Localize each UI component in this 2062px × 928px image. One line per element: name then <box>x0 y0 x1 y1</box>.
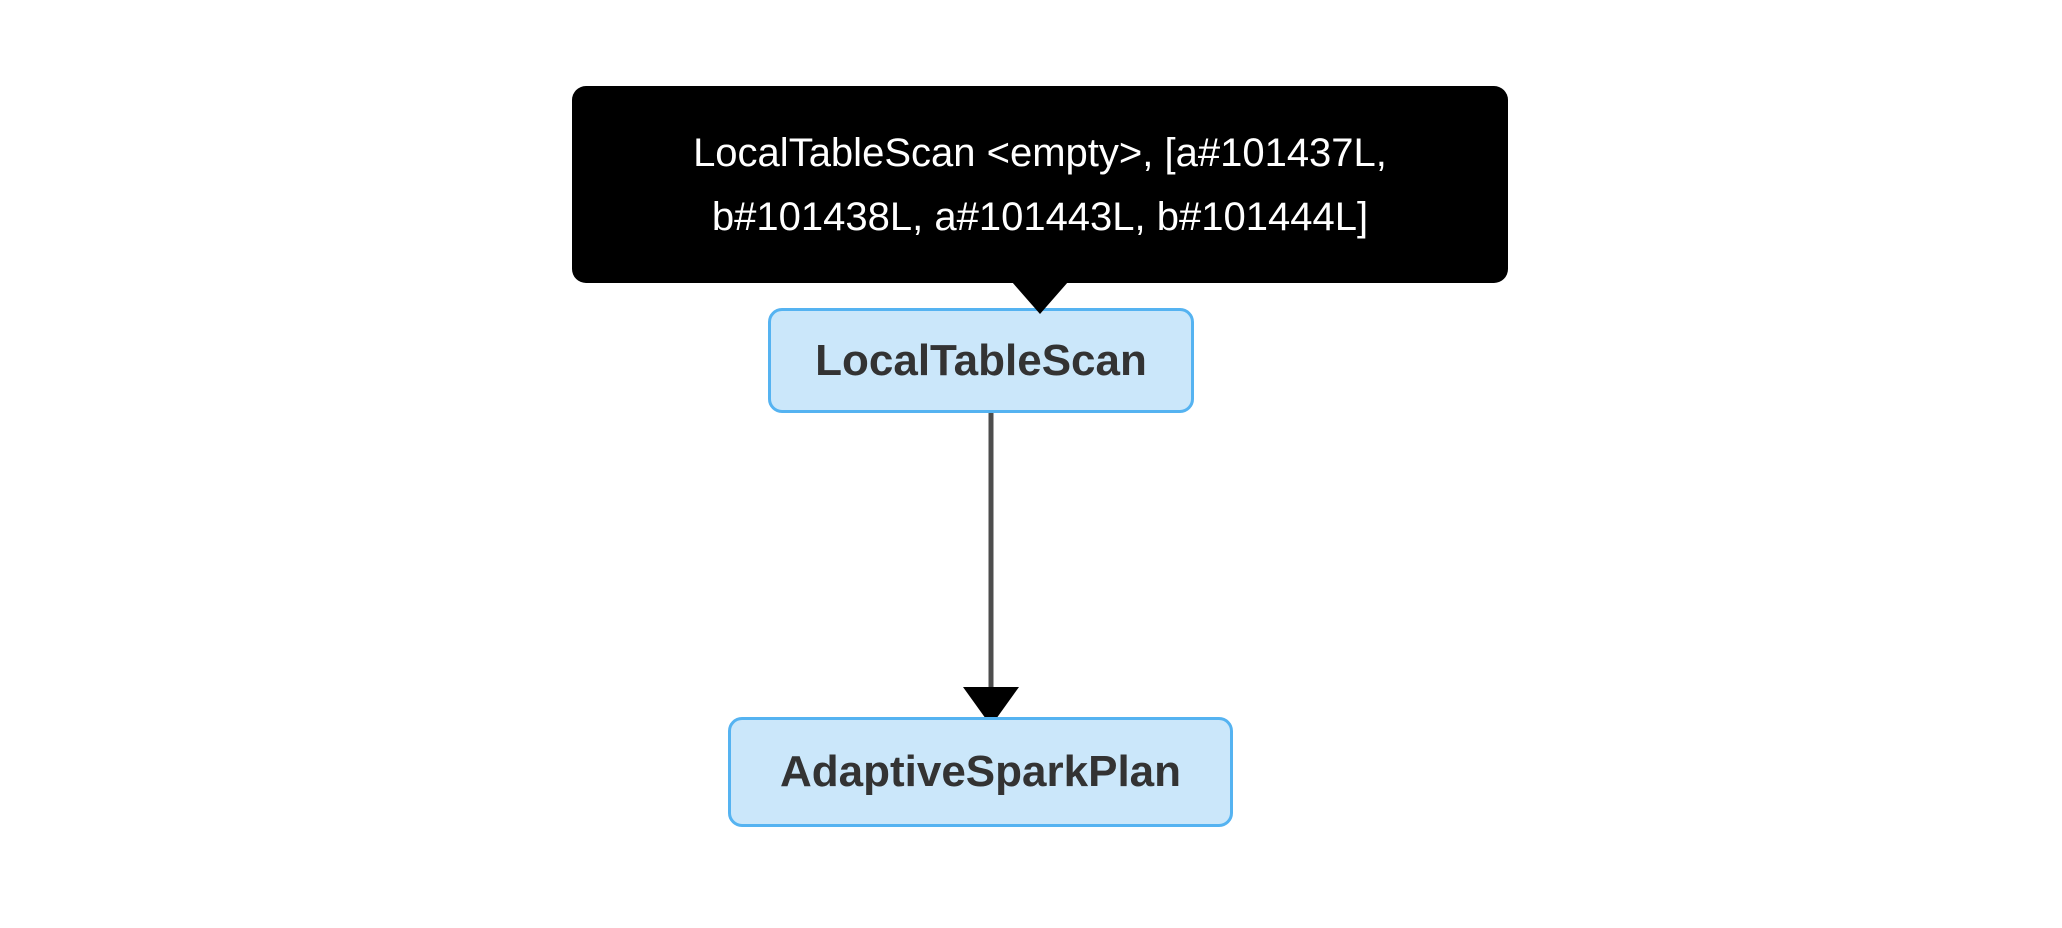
edge-arrowhead-icon <box>963 687 1019 726</box>
tooltip-tail-icon <box>1012 282 1068 314</box>
plan-node-adaptivesparkplan[interactable]: AdaptiveSparkPlan <box>728 717 1233 827</box>
plan-node-label: AdaptiveSparkPlan <box>779 747 1182 796</box>
tooltip-line-2: b#101438L, a#101443L, b#101444L] <box>711 194 1369 239</box>
plan-node-localtablescan[interactable]: LocalTableScan <box>768 308 1194 413</box>
edge-localtablescan-to-adaptivesparkplan <box>963 413 1019 726</box>
plan-node-tooltip: LocalTableScan <empty>, [a#101437L, b#10… <box>572 86 1508 314</box>
tooltip-line-1: LocalTableScan <empty>, [a#101437L, <box>693 130 1387 175</box>
plan-node-label: LocalTableScan <box>815 335 1147 385</box>
